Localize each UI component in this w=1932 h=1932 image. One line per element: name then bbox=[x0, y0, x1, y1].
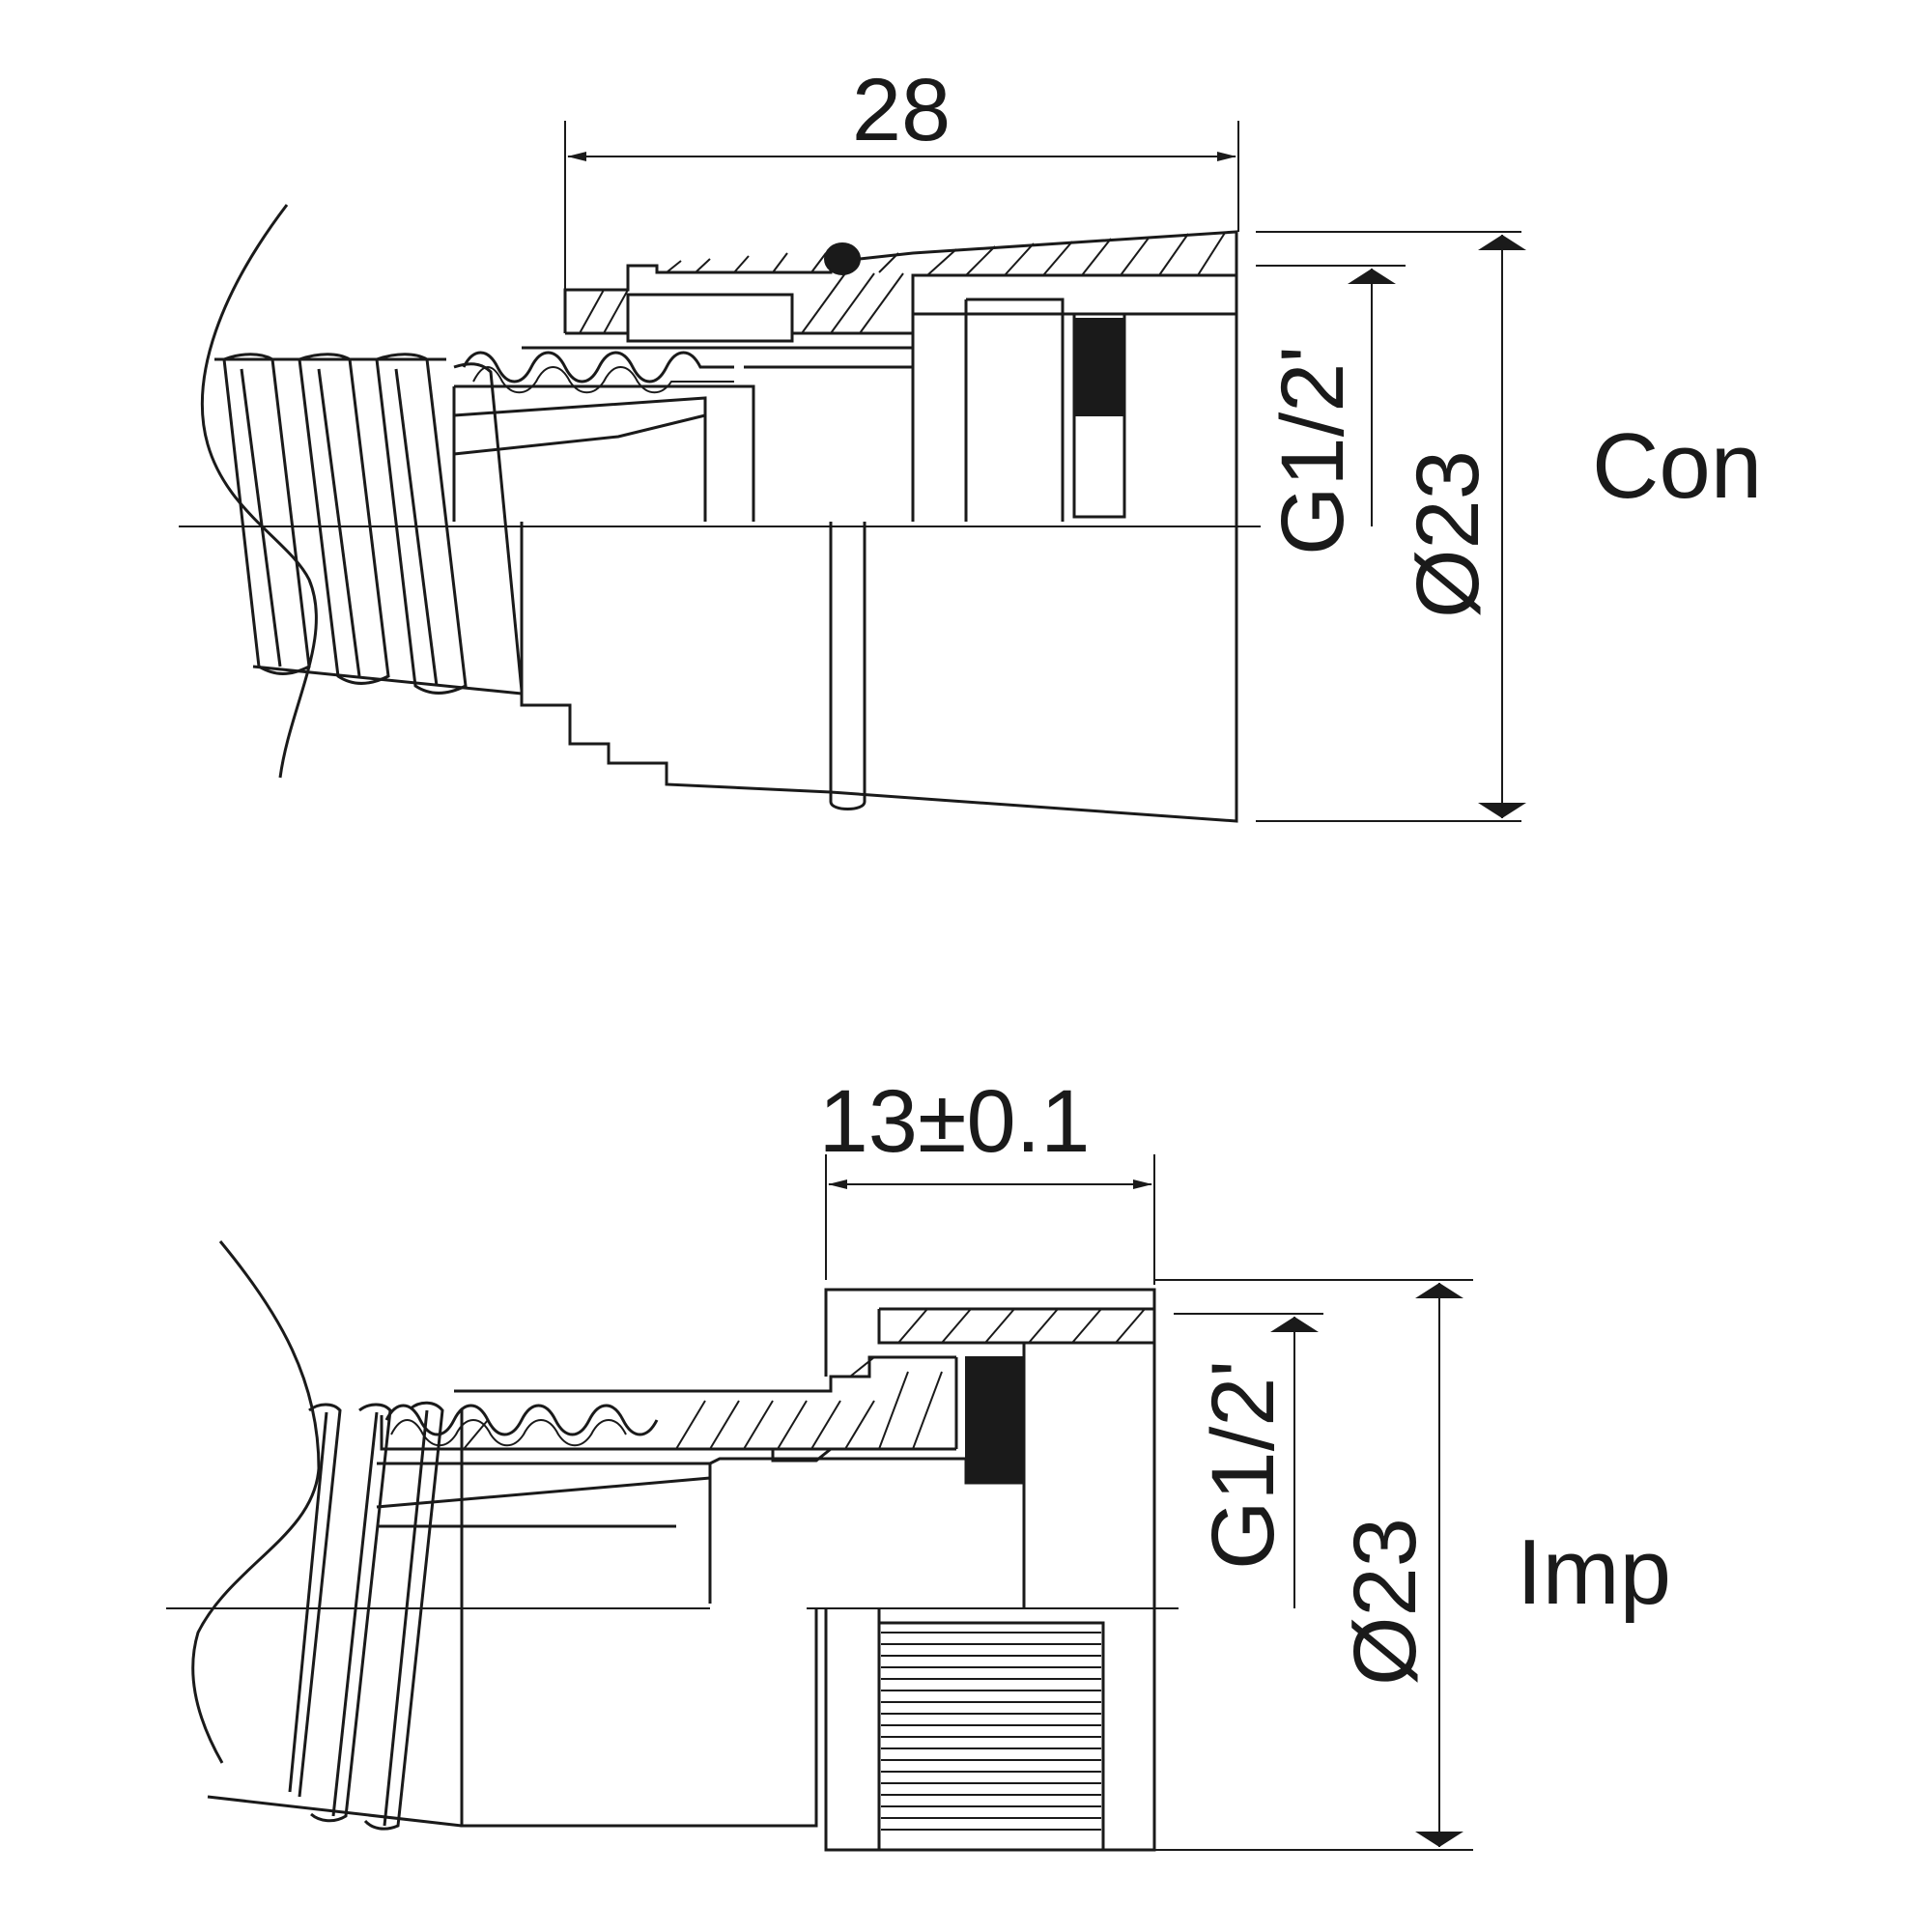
con-thread-dim: G1/2' bbox=[1264, 346, 1362, 555]
con-insert-stem bbox=[452, 384, 832, 794]
con-length-dim: 28 bbox=[852, 61, 951, 159]
imp-ferrule-wave-inner bbox=[390, 1419, 627, 1447]
con-ferrule-wave bbox=[462, 351, 734, 384]
imp-length-dim: 13±0.1 bbox=[819, 1072, 1091, 1171]
imp-hose-corrugation bbox=[207, 1401, 464, 1831]
con-ferrule-wave-inner bbox=[472, 366, 734, 394]
con-o-ring bbox=[824, 242, 861, 275]
imp-label: Imp bbox=[1517, 1520, 1671, 1624]
con-hose-break-line bbox=[200, 204, 318, 779]
imp-fitting: 13±0.1 G1/2' Ø23 Imp bbox=[166, 1072, 1671, 1852]
imp-diameter-dim: Ø23 bbox=[1336, 1518, 1435, 1686]
imp-seal-washer bbox=[965, 1356, 1025, 1484]
knurl-band bbox=[877, 1621, 1105, 1852]
imp-hose-break-line bbox=[191, 1240, 321, 1764]
imp-insert-stem bbox=[376, 1447, 1026, 1828]
imp-nut-section bbox=[463, 1288, 1156, 1450]
con-seal-washer bbox=[1073, 318, 1125, 416]
imp-thread-dim: G1/2' bbox=[1194, 1360, 1293, 1570]
con-hose-corrugation bbox=[214, 353, 524, 696]
con-nut-outline bbox=[829, 232, 1238, 823]
con-fitting: 28 G1/2' Ø23 Con bbox=[179, 61, 1762, 823]
con-nut-section bbox=[563, 230, 1238, 343]
con-diameter-dim: Ø23 bbox=[1399, 450, 1497, 618]
con-label: Con bbox=[1592, 414, 1762, 518]
imp-ferrule-wave bbox=[384, 1404, 659, 1436]
imp-nut-knurling bbox=[877, 1621, 1105, 1852]
